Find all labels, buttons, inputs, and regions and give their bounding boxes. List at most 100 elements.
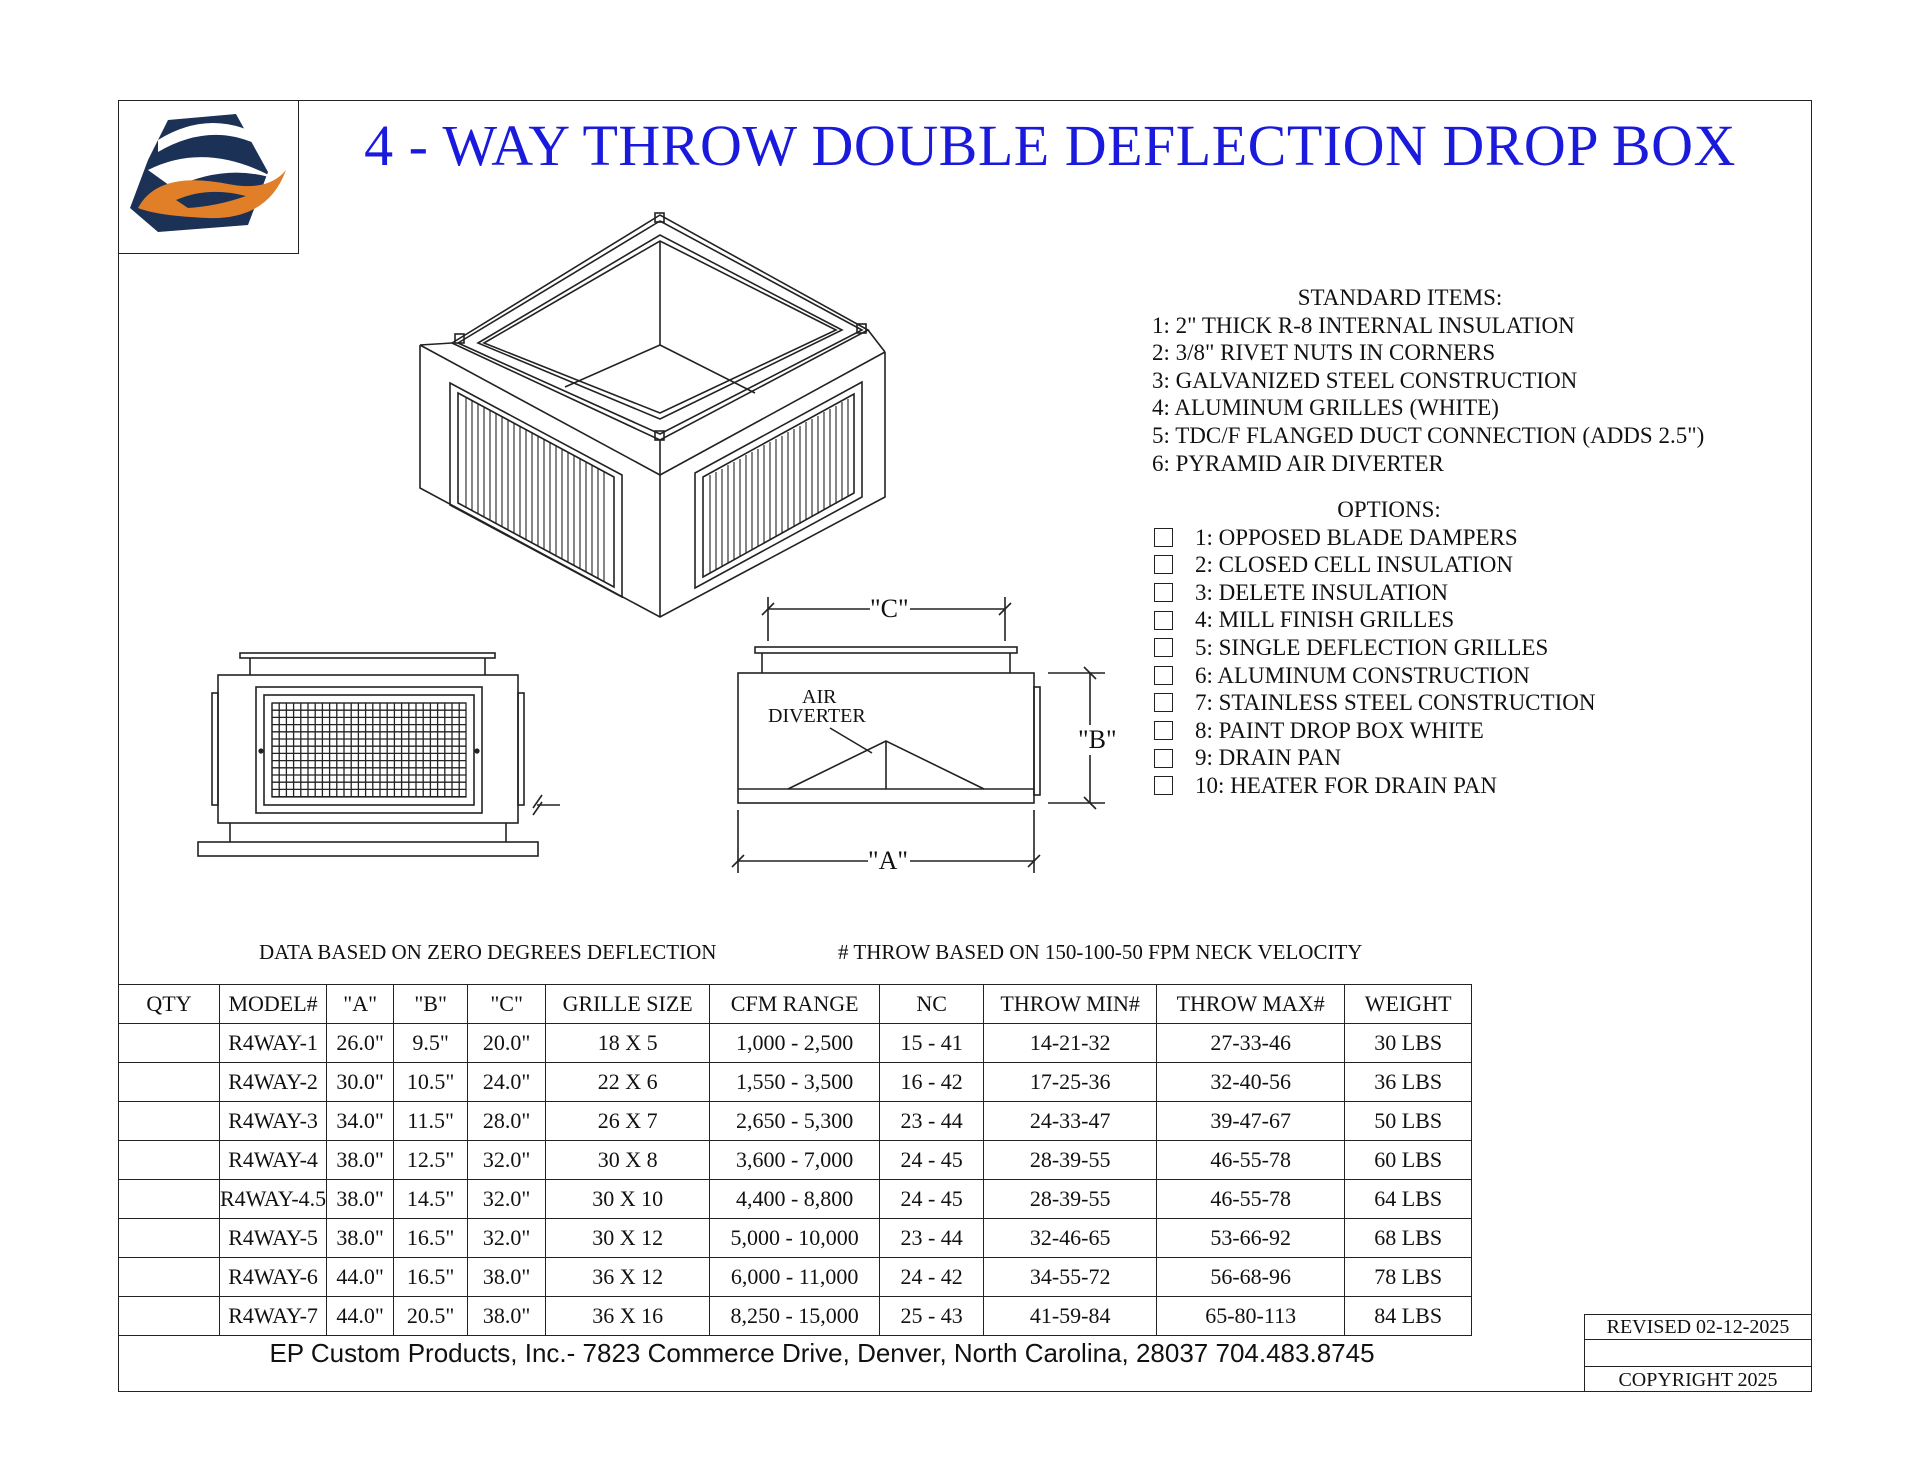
option-checkbox[interactable] [1154,610,1173,630]
table-cell: 46-55-78 [1156,1179,1346,1219]
option-label: 4: MILL FINISH GRILLES [1195,607,1455,633]
table-cell: 64 LBS [1344,1179,1473,1219]
option-item: 10: HEATER FOR DRAIN PAN [1154,772,1624,800]
side-view-drawing: "C" AIR DIVERTER "B" "A" [731,595,1117,875]
table-cell: 44.0" [326,1296,395,1336]
option-checkbox[interactable] [1154,721,1173,741]
standard-item: 5: TDC/F FLANGED DUCT CONNECTION (ADDS 2… [1152,422,1705,448]
table-cell: R4WAY-4 [218,1140,328,1180]
table-cell: 23 - 44 [879,1218,985,1258]
table-cell: 84 LBS [1344,1296,1473,1336]
option-checkbox[interactable] [1154,638,1173,658]
table-cell: 9.5" [393,1023,469,1063]
qty-cell[interactable] [118,1218,220,1258]
table-header-cell: NC [879,984,985,1024]
option-item: 1: OPPOSED BLADE DAMPERS [1154,524,1624,552]
table-cell: R4WAY-5 [218,1218,328,1258]
table-cell: 44.0" [326,1257,395,1297]
left-grille-louvers [465,397,605,581]
table-cell: 32-40-56 [1156,1062,1346,1102]
table-header-cell: GRILLE SIZE [545,984,711,1024]
option-item: 5: SINGLE DEFLECTION GRILLES [1154,634,1624,662]
table-cell: 65-80-113 [1156,1296,1346,1336]
option-label: 1: OPPOSED BLADE DAMPERS [1195,524,1518,550]
table-cell: 22 X 6 [545,1062,711,1102]
copyright-text: COPYRIGHT 2025 [1618,1369,1778,1391]
qty-cell[interactable] [118,1062,220,1102]
ep-swoosh-logo-icon [130,114,286,232]
table-cell: 3,600 - 7,000 [709,1140,881,1180]
option-item: 2: CLOSED CELL INSULATION [1154,551,1624,579]
table-cell: 46-55-78 [1156,1140,1346,1180]
standard-item: 2: 3/8" RIVET NUTS IN CORNERS [1152,340,1496,366]
table-cell: 30 X 12 [545,1218,711,1258]
page-title: 4 - WAY THROW DOUBLE DEFLECTION DROP BOX [364,113,1736,178]
option-label: 8: PAINT DROP BOX WHITE [1195,717,1484,743]
table-cell: 10.5" [393,1062,469,1102]
table-cell: 41-59-84 [983,1296,1158,1336]
qty-cell[interactable] [118,1257,220,1297]
air-diverter-label-line1: AIR [802,686,837,708]
option-checkbox[interactable] [1154,583,1173,603]
qty-cell[interactable] [118,1101,220,1141]
option-checkbox[interactable] [1154,748,1173,768]
table-cell: R4WAY-4.5 [218,1179,328,1219]
standard-items-list: STANDARD ITEMS: 1: 2" THICK R-8 INTERNAL… [1152,284,1704,477]
table-cell: 1,550 - 3,500 [709,1062,881,1102]
table-cell: 30 X 8 [545,1140,711,1180]
table-cell: 36 X 12 [545,1257,711,1297]
table-cell: 14-21-32 [983,1023,1158,1063]
table-cell: 32.0" [467,1218,547,1258]
table-header-cell: WEIGHT [1344,984,1473,1024]
drawing-sheet-border [118,100,1812,1392]
table-cell: 11.5" [393,1101,469,1141]
table-header-cell: "B" [393,984,469,1024]
table-cell: 16 - 42 [879,1062,985,1102]
dim-c-label: "C" [870,595,909,623]
table-cell: R4WAY-1 [218,1023,328,1063]
option-checkbox[interactable] [1154,555,1173,575]
option-label: 3: DELETE INSULATION [1195,579,1448,605]
revision-block: REVISED 02-12-2025 COPYRIGHT 2025 [1584,1314,1812,1392]
table-cell: 20.5" [393,1296,469,1336]
table-cell: 60 LBS [1344,1140,1473,1180]
table-header-cell: MODEL# [218,984,328,1024]
qty-cell[interactable] [118,1296,220,1336]
option-checkbox[interactable] [1154,527,1173,547]
table-cell: 30 LBS [1344,1023,1473,1063]
options-heading: OPTIONS: [1337,497,1441,522]
option-checkbox[interactable] [1154,776,1173,796]
table-cell: 24 - 45 [879,1179,985,1219]
option-item: 8: PAINT DROP BOX WHITE [1154,717,1624,745]
table-cell: R4WAY-7 [218,1296,328,1336]
table-cell: 27-33-46 [1156,1023,1346,1063]
option-label: 2: CLOSED CELL INSULATION [1195,552,1513,578]
table-header-cell: "C" [467,984,547,1024]
qty-cell[interactable] [118,1140,220,1180]
table-cell: 4,400 - 8,800 [709,1179,881,1219]
option-item: 4: MILL FINISH GRILLES [1154,606,1624,634]
table-cell: 39-47-67 [1156,1101,1346,1141]
standard-items-heading: STANDARD ITEMS: [1297,285,1503,310]
table-cell: 68 LBS [1344,1218,1473,1258]
table-cell: 28-39-55 [983,1140,1158,1180]
table-cell: 23 - 44 [879,1101,985,1141]
table-cell: 38.0" [326,1179,395,1219]
option-checkbox[interactable] [1154,693,1173,713]
corner-nut-marks [454,212,867,441]
option-checkbox[interactable] [1154,665,1173,685]
revision-blank-row [1585,1340,1811,1367]
dim-a-label: "A" [868,846,908,875]
company-footer: EP Custom Products, Inc.- 7823 Commerce … [269,1338,1375,1368]
option-item: 7: STAINLESS STEEL CONSTRUCTION [1154,689,1624,717]
option-label: 7: STAINLESS STEEL CONSTRUCTION [1195,690,1596,716]
qty-cell[interactable] [118,1179,220,1219]
table-cell: R4WAY-2 [218,1062,328,1102]
qty-cell[interactable] [118,1023,220,1063]
dim-b-label: "B" [1078,725,1117,754]
option-label: 5: SINGLE DEFLECTION GRILLES [1195,634,1549,660]
table-header-cell: "A" [326,984,395,1024]
